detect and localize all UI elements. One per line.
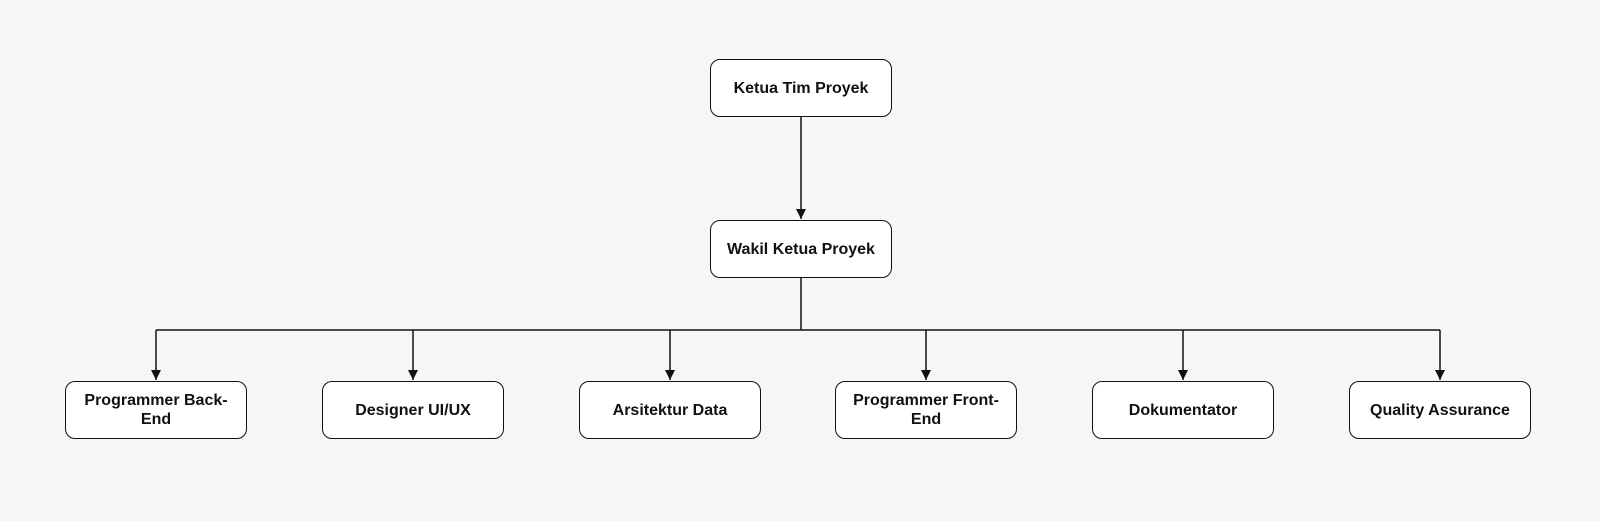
- node-arsitektur-data[interactable]: Arsitektur Data: [579, 381, 761, 439]
- node-label: Arsitektur Data: [612, 401, 728, 419]
- node-label: Dokumentator: [1128, 401, 1238, 419]
- node-wakil-ketua-proyek[interactable]: Wakil Ketua Proyek: [710, 220, 892, 278]
- node-ketua-tim-proyek[interactable]: Ketua Tim Proyek: [710, 59, 892, 117]
- node-label: Designer UI/UX: [355, 401, 471, 419]
- node-programmer-front-end[interactable]: Programmer Front-End: [835, 381, 1017, 439]
- node-label: Quality Assurance: [1370, 401, 1510, 419]
- node-dokumentator[interactable]: Dokumentator: [1092, 381, 1274, 439]
- node-label: Ketua Tim Proyek: [733, 79, 869, 97]
- node-quality-assurance[interactable]: Quality Assurance: [1349, 381, 1531, 439]
- node-programmer-back-end[interactable]: Programmer Back-End: [65, 381, 247, 439]
- node-designer-ui-ux[interactable]: Designer UI/UX: [322, 381, 504, 439]
- node-label: Wakil Ketua Proyek: [727, 240, 875, 258]
- node-label: Programmer Back-End: [84, 392, 228, 428]
- node-label: Programmer Front-End: [853, 392, 999, 428]
